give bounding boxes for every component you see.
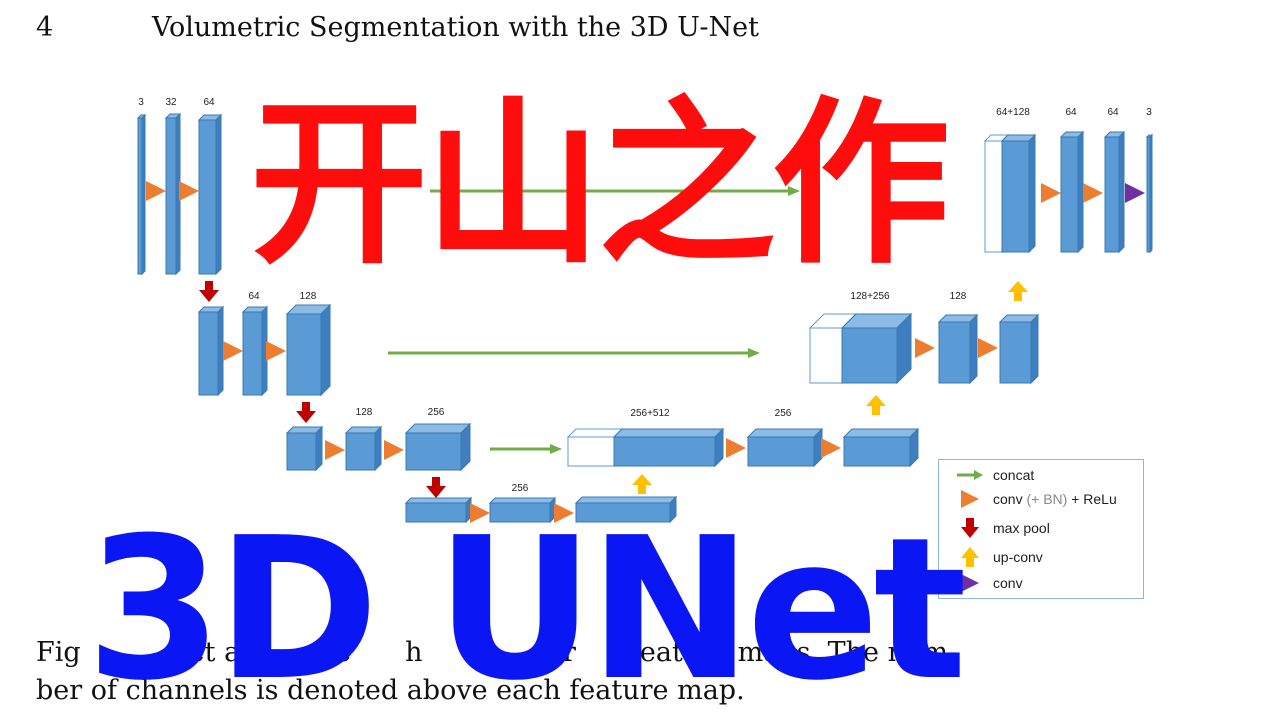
feature-map-block — [404, 422, 472, 472]
caption-line-1: Fig et arc re h o or feature maps. The n… — [36, 637, 958, 668]
channel-label: 128 — [950, 291, 967, 302]
legend-label-maxpool: max pool — [993, 520, 1050, 536]
conv-arrow — [179, 181, 199, 201]
feature-map-block — [404, 496, 473, 524]
feature-map-block — [241, 305, 269, 397]
upconv-arrow — [866, 395, 886, 415]
channel-label: 64+128 — [996, 107, 1030, 118]
maxpool-arrow — [296, 402, 316, 423]
running-title: Volumetric Segmentation with the 3D U-Ne… — [152, 12, 759, 43]
conv-arrow — [1041, 183, 1061, 203]
channel-label: 256 — [428, 407, 445, 418]
feature-map-block — [1103, 130, 1126, 254]
conv-arrow — [915, 338, 935, 358]
feature-map-block — [197, 305, 225, 397]
legend-item-conv-bn-relu: conv (+ BN) + ReLu — [955, 488, 1117, 510]
feature-map-block — [612, 427, 725, 468]
conv-arrow — [223, 341, 243, 361]
concat-arrow — [388, 348, 760, 358]
channel-label: 256+512 — [630, 408, 670, 419]
legend-item-concat: concat — [955, 464, 1034, 486]
feature-map-block — [746, 427, 824, 468]
concat-arrow — [490, 444, 562, 454]
conv-arrow — [554, 503, 574, 523]
legend-label-conv-bn-relu: conv (+ BN) + ReLu — [993, 491, 1117, 507]
conv-arrow — [384, 440, 404, 460]
channel-label: 3 — [1146, 107, 1152, 118]
caption-line-2: ber of channels is denoted above each fe… — [36, 675, 745, 706]
feature-map-block — [840, 312, 913, 385]
conv-arrow — [978, 338, 998, 358]
feature-map-block — [998, 313, 1040, 385]
maxpool-arrow — [199, 281, 219, 302]
feature-map-block — [136, 113, 147, 276]
channel-label: 128 — [356, 407, 373, 418]
final-conv-arrow — [1125, 183, 1145, 203]
channel-label: 64 — [1107, 107, 1119, 118]
feature-map-block — [574, 495, 678, 524]
feature-map-block — [285, 425, 324, 472]
feature-map-block — [1145, 133, 1154, 254]
feature-map-block — [1059, 130, 1085, 254]
feature-map-block — [937, 313, 979, 385]
conv-triangle-icon — [961, 490, 979, 508]
legend-item-maxpool: max pool — [955, 517, 1050, 539]
maxpool-arrow — [426, 477, 446, 498]
conv-arrow — [1083, 183, 1103, 203]
channel-label: 128 — [300, 291, 317, 302]
feature-map-block — [197, 113, 223, 276]
conv-arrow — [325, 440, 345, 460]
channel-label: 3 — [138, 97, 144, 108]
legend-label-final-conv: conv — [993, 575, 1023, 591]
feature-map-block — [164, 112, 182, 276]
concat-arrow-icon — [957, 470, 983, 480]
channel-label: 32 — [165, 97, 177, 108]
feature-map-block — [344, 425, 383, 472]
maxpool-arrow-icon — [961, 518, 979, 538]
conv-arrow — [146, 181, 166, 201]
page-number: 4 — [36, 12, 54, 43]
upconv-arrow — [632, 474, 652, 494]
legend-item-final-conv: conv — [955, 572, 1023, 594]
legend-label-upconv: up-conv — [993, 549, 1043, 565]
upconv-arrow — [1008, 281, 1028, 301]
channel-label: 256 — [512, 483, 529, 494]
channel-label: 256 — [775, 408, 792, 419]
feature-map-block — [1000, 133, 1037, 254]
channel-label: 64 — [248, 291, 260, 302]
conv-arrow — [726, 438, 746, 458]
feature-map-block — [842, 427, 920, 468]
channel-label: 128+256 — [850, 291, 890, 302]
overlay-chinese-title: 开山之作 — [250, 81, 950, 288]
legend-item-upconv: up-conv — [955, 546, 1043, 568]
conv-arrow — [266, 341, 286, 361]
legend: concat conv (+ BN) + ReLu max pool up-co… — [938, 459, 1144, 599]
conv-arrow — [470, 503, 490, 523]
concat-arrow — [430, 186, 800, 196]
channel-label: 64 — [203, 97, 215, 108]
channel-label: 64 — [1065, 107, 1077, 118]
figure-caption: Fig et arc re h o or feature maps. The n… — [36, 634, 1246, 710]
final-conv-triangle-icon — [961, 574, 979, 592]
conv-arrow — [821, 438, 841, 458]
overlay-english-title: 3D UNet — [86, 496, 967, 724]
upconv-arrow-icon — [961, 547, 979, 567]
legend-label-concat: concat — [993, 467, 1035, 483]
feature-map-block — [285, 303, 332, 397]
